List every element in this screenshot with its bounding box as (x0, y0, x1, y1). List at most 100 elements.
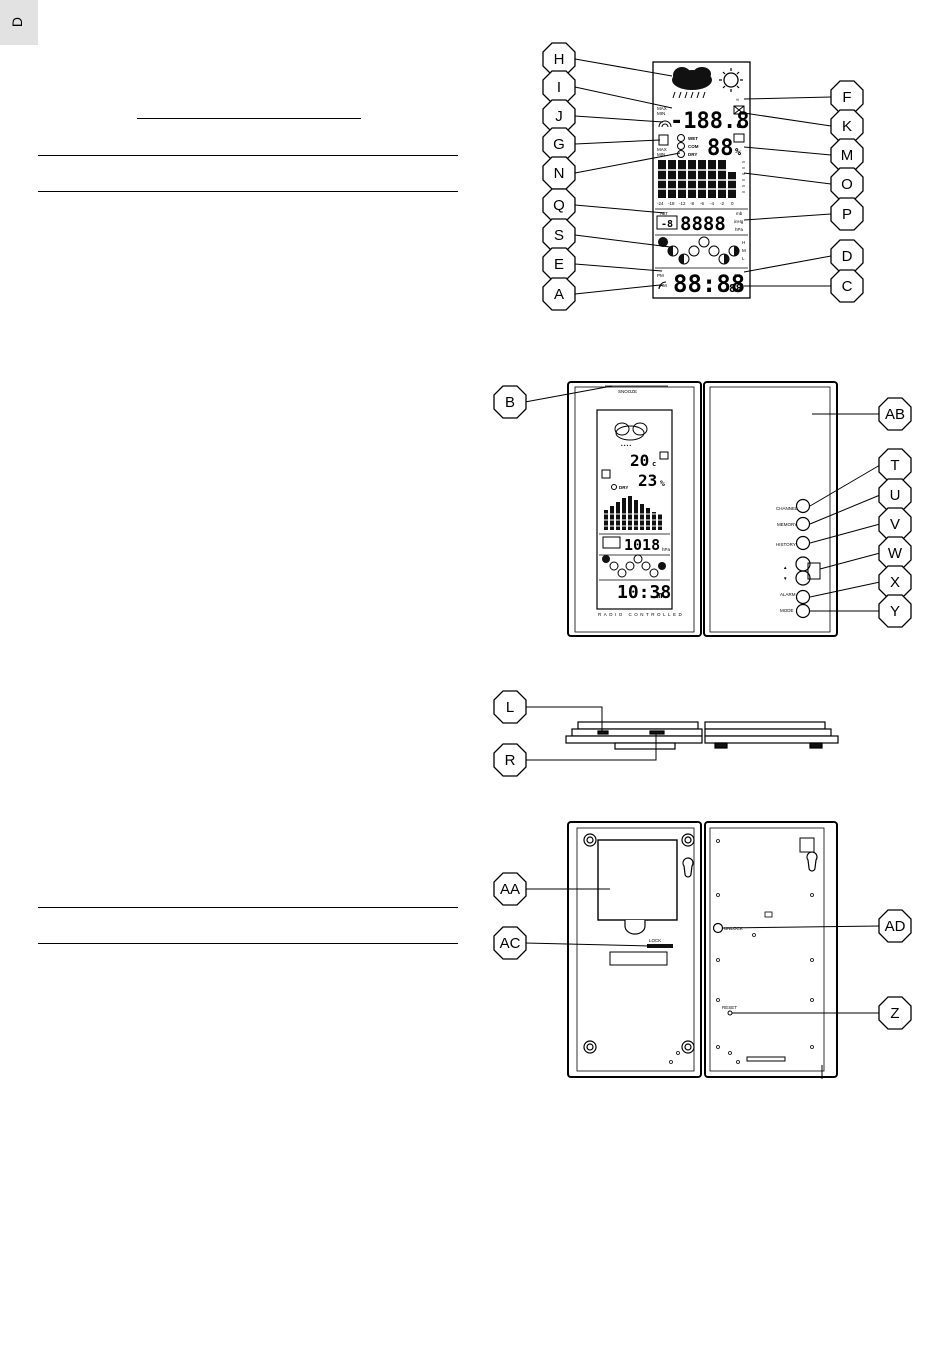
svg-text:P: P (842, 206, 852, 223)
lcd-humidity: 88 (707, 136, 734, 161)
front-unit-figure: SNOOZE • • • • 20 c 23 % DRY 1018 hPa (567, 381, 838, 637)
callout-c: C (830, 269, 864, 303)
history-tick: 0 (731, 201, 734, 206)
lcd-seconds: 88 (729, 282, 742, 295)
callout-f: F (830, 80, 864, 114)
sensor-channel-icon: ∞ (736, 97, 739, 102)
callout-i: I (542, 70, 576, 104)
unlock-button[interactable] (712, 922, 724, 934)
fig4-leader-lines (524, 888, 881, 1014)
pressure-unit-mb: mb (736, 211, 743, 216)
svg-text:X: X (890, 574, 900, 591)
callout-o: O (830, 167, 864, 201)
svg-text:H: H (554, 51, 565, 68)
svg-text:Y: Y (890, 603, 900, 620)
lcd-temp-unit: c (736, 121, 741, 131)
fig1-leader-lines (574, 58, 832, 295)
svg-text:W: W (888, 545, 903, 562)
callout-g: G (542, 127, 576, 161)
callout-w: W (878, 536, 912, 570)
down-arrow-icon: ▼ (783, 576, 787, 581)
altitude-digits: -8 (661, 219, 673, 230)
wet-face-icon (677, 134, 685, 142)
lock-switch[interactable] (647, 944, 673, 948)
lcd-pressure: 8888 (680, 213, 726, 235)
callout-t: T (878, 448, 912, 482)
button-label-memory: MEMORY (777, 522, 797, 527)
svg-text:G: G (553, 136, 565, 153)
svg-text:K: K (842, 118, 852, 135)
svg-text:S: S (554, 227, 564, 244)
callout-h: H (542, 42, 576, 76)
svg-text:A: A (554, 286, 564, 303)
hum-trend-icon (733, 133, 745, 143)
alarm-snooze-icon: ✲ ▶ (734, 273, 743, 278)
svg-text:M: M (841, 147, 854, 164)
svg-text:M: M (742, 248, 746, 253)
callout-n: N (542, 156, 576, 190)
up-arrow-icon: ▲ (783, 565, 787, 570)
radio-signal-icon (658, 281, 667, 290)
mode-button[interactable] (795, 603, 811, 619)
callout-y: Y (878, 594, 912, 628)
svg-text:L: L (742, 256, 745, 261)
callout-l: L (493, 690, 527, 724)
callout-q: Q (542, 188, 576, 222)
svg-text:E: E (554, 256, 564, 273)
battery-door[interactable] (597, 839, 678, 921)
channel-button[interactable] (795, 498, 811, 514)
memory-button[interactable] (795, 516, 811, 532)
top-view-figure (565, 721, 839, 750)
comfort-dry-label: DRY (688, 152, 697, 157)
callout-x: X (878, 565, 912, 599)
alarm-button[interactable] (795, 589, 811, 605)
history-tick: -8 (690, 201, 694, 206)
svg-text:AD: AD (885, 918, 906, 935)
reset-button[interactable] (727, 1010, 733, 1016)
history-tick: -18 (668, 201, 675, 206)
svg-text:AA: AA (500, 881, 520, 898)
svg-text:U: U (890, 487, 901, 504)
svg-text:B: B (505, 394, 515, 411)
lcd-time: 88:88 (673, 270, 745, 298)
front-bottom-label: RADIO CONTROLLED (598, 612, 684, 617)
alt-label: ALT (660, 211, 668, 216)
front-humidity-unit: % (660, 479, 665, 488)
svg-text:AC: AC (500, 935, 521, 952)
lock-label: LOCK (649, 938, 661, 943)
front-seconds: m (657, 591, 663, 601)
front-right-panel (703, 381, 838, 637)
svg-text:R: R (505, 752, 516, 769)
history-button[interactable] (795, 535, 811, 551)
svg-text:O: O (841, 176, 853, 193)
back-right-panel (704, 821, 838, 1078)
section-rule-3 (38, 907, 458, 908)
temp-trend-icon (733, 105, 745, 115)
svg-text:T: T (890, 457, 899, 474)
lcd-am: AM (660, 283, 667, 288)
history-tick: -6 (700, 201, 704, 206)
min-label-hum: MIN (657, 152, 665, 157)
callout-p: P (830, 197, 864, 231)
fig2-leader-lines (524, 385, 881, 612)
comfort-com-label: COM (688, 144, 699, 149)
radio-wave-icon (658, 120, 672, 128)
callout-z: Z (878, 996, 912, 1030)
front-temperature: 20 (630, 451, 649, 470)
forecast-sun-icon (719, 68, 743, 92)
language-tab: D (0, 0, 38, 45)
lcd-figure: ∞ MAX MIN -188.8 c MAX MIN WET COM DRY 8… (652, 61, 751, 299)
svg-text:V: V (890, 516, 900, 533)
history-bar-graph (658, 160, 736, 198)
front-comfort: DRY (619, 485, 628, 490)
altitude-box (656, 215, 678, 230)
min-label-temp: MIN (657, 111, 665, 116)
front-cloud-icon (614, 422, 648, 441)
callout-e: E (542, 247, 576, 281)
svg-text:D: D (842, 248, 853, 265)
callout-a: A (542, 277, 576, 311)
lcd-humidity-unit: % (735, 147, 741, 158)
reset-label: RESET (722, 1005, 737, 1010)
down-button[interactable] (795, 570, 811, 586)
